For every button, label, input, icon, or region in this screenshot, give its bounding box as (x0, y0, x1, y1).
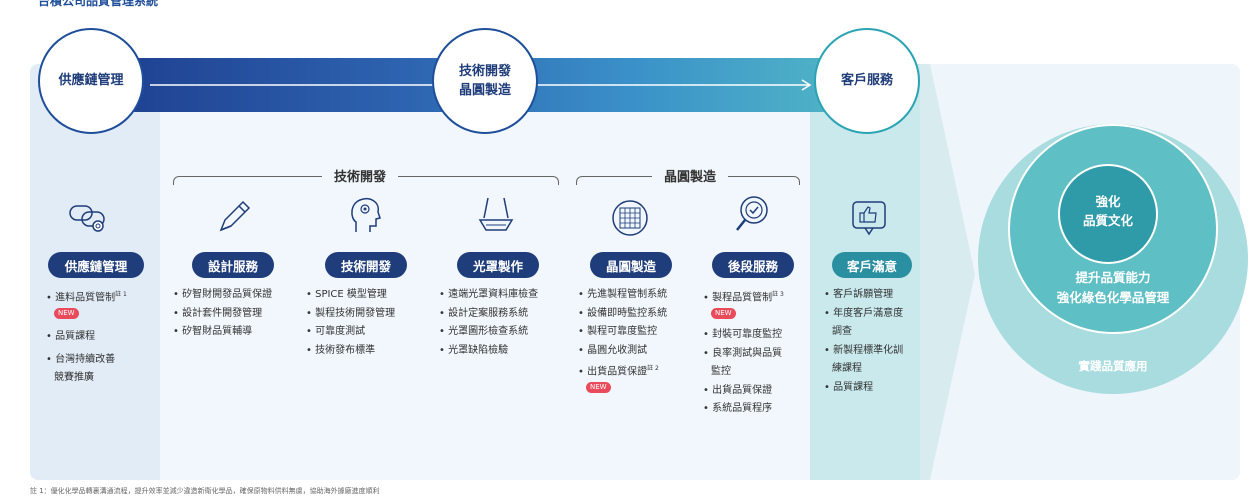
list-item: • SPICE 模型管理 (306, 289, 387, 300)
magnifier-check-icon (736, 196, 768, 231)
pill-customer-satisfaction: 客戶滿意 (832, 252, 912, 278)
head-idea-icon (351, 198, 381, 232)
list-item: • 晶圓允收測試 (578, 344, 648, 356)
footnote: 註 1：優化化學品轉裏溝通流程，提升效率並減少違造新衛化學品，確保原物料供料無虞… (30, 487, 380, 495)
wafer-fab-group-label: 晶圓製造 (652, 166, 729, 185)
list-item: 監控 (711, 366, 731, 378)
list-item: • 封裝可靠度監控 (703, 329, 783, 341)
list-item: • 進料品質管制註 1 (46, 291, 127, 304)
list-item: • 良率測試與品質 (703, 347, 783, 359)
list-item: • 光罩缺陷檢驗 (439, 344, 509, 356)
pill-wafer-fab: 晶圓製造 (590, 252, 672, 278)
list-item: • 品質課程 (824, 381, 874, 393)
backend-service-items: • 製程品質管制註 3 NEW • 封裝可靠度監控 • 良率測試與品質 監控 •… (703, 286, 784, 419)
pill-tech-dev: 技術開發 (325, 252, 407, 278)
wafer-icon (612, 200, 648, 236)
wafer-fab-items: • 先進製程管制系統 • 設備即時監控系統 • 製程可靠度監控 • 晶圓允收測試… (578, 286, 667, 394)
photomask-icon (478, 197, 514, 231)
flow-tech-fab-node: 技術開發 晶圓製造 (432, 28, 538, 134)
tech-dev-group-label: 技術開發 (322, 166, 399, 185)
middle-circle-label: 提升品質能力 強化綠色化學品管理 (1056, 270, 1170, 305)
list-item: NEW (711, 307, 784, 321)
list-item: • 台灣持續改善 (46, 353, 116, 365)
list-item: • 可靠度測試 (306, 326, 366, 337)
pill-photomask: 光罩製作 (457, 252, 539, 278)
list-item: • 光罩圖形檢查系統 (439, 326, 529, 337)
list-item: • 出貨品質保證 (703, 384, 773, 396)
design-service-items: • 矽智財開發品質保證 • 設計套件開發管理 • 矽智財品質輔導 (173, 286, 272, 342)
list-item: • 年度客戶滿意度 (824, 307, 904, 319)
list-item: • 設備即時監控系統 (578, 307, 668, 319)
customer-satisfaction-items: • 客戶訴願管理 • 年度客戶滿意度 調查 • 新製程標準化訓 練課程 • 品質… (824, 286, 903, 397)
list-item: NEW (54, 307, 127, 321)
photomask-items: • 遠端光罩資料庫檢查 • 設計定案服務系統 • 光罩圖形檢查系統 • 光罩缺陷… (439, 286, 538, 360)
list-item: • 先進製程管制系統 (578, 289, 668, 300)
tech-dev-items: • SPICE 模型管理 • 製程技術開發管理 • 可靠度測試 • 技術發布標準 (306, 286, 395, 360)
list-item: • 製程品質管制註 3 (703, 291, 784, 304)
list-item: 調查 (832, 326, 852, 337)
page-title: 台積公司品質管理系統 (38, 0, 159, 8)
inner-circle (1058, 164, 1158, 264)
supply-chain-items: • 進料品質管制註 1 NEW • 品質課程 • 台灣持續改善 競賽推廣 (46, 286, 127, 388)
list-item: • 新製程標準化訓 (824, 344, 904, 356)
outer-circle-label: 實踐品質應用 (1078, 359, 1148, 373)
pill-design-service: 設計服務 (192, 252, 274, 278)
supply-chain-gear-icon (69, 205, 105, 232)
list-item: • 品質課程 (46, 331, 96, 343)
list-item: • 技術發布標準 (306, 344, 376, 356)
list-item: NEW (586, 381, 667, 395)
list-item: • 遠端光罩資料庫檢查 (439, 289, 539, 300)
list-item: • 矽智財品質輔導 (173, 326, 253, 337)
inner-circle-label: 強化 品質文化 (1082, 194, 1133, 228)
arrow-chevron (920, 64, 975, 480)
new-badge: NEW (711, 307, 736, 319)
list-item: • 出貨品質保證註 2 (578, 365, 659, 378)
flow-supply-chain-node: 供應鏈管理 (38, 28, 144, 134)
list-item: • 製程技術開發管理 (306, 307, 396, 319)
pill-supply-chain: 供應鏈管理 (48, 252, 144, 278)
list-item: 競賽推廣 (54, 372, 94, 384)
thumbs-up-icon (852, 201, 886, 236)
new-badge: NEW (54, 307, 79, 319)
list-item: • 製程可靠度監控 (578, 326, 658, 337)
list-item: 練課程 (832, 363, 862, 374)
list-item: • 設計定案服務系統 (439, 307, 529, 319)
list-item: • 矽智財開發品質保證 (173, 289, 273, 300)
list-item: • 客戶訴願管理 (824, 289, 894, 300)
new-badge: NEW (586, 381, 611, 393)
flow-customer-service-node: 客戶服務 (814, 28, 920, 134)
pencil-icon (219, 200, 251, 232)
list-item: • 設計套件開發管理 (173, 307, 263, 319)
list-item: • 系統品質程序 (703, 403, 773, 415)
pill-backend-service: 後段服務 (712, 252, 794, 278)
